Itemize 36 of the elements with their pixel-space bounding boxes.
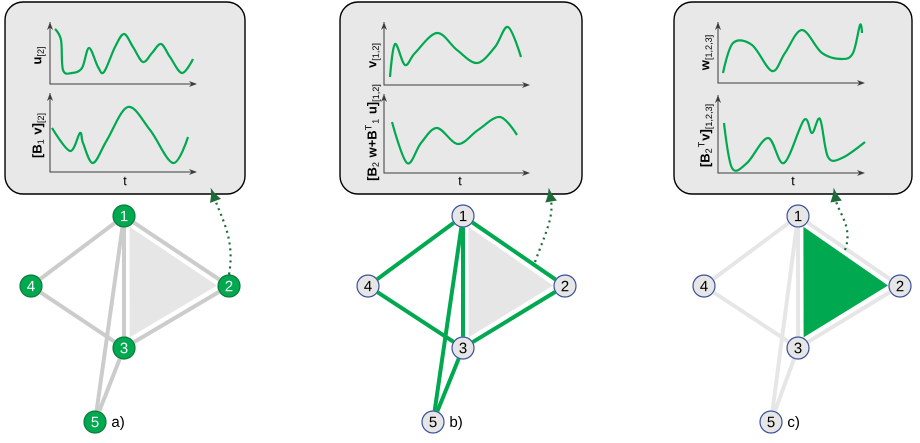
graph-edge [39,221,116,281]
dotted-arrow [830,190,849,250]
dotted-arrow [210,190,232,275]
graph-edge [806,220,892,282]
graph-edge [132,220,220,282]
shaded-triangle [468,226,553,338]
graph-edge [773,358,796,412]
graph-edge [770,227,798,411]
graph-edge [97,358,122,412]
graph-edge [432,227,464,411]
axis-label: v$_{[1,2]}$ [369,44,381,68]
panel-letter: c) [788,416,799,430]
axis-label: t [458,176,462,186]
graph-edge [132,290,220,344]
graph-edge [806,290,892,344]
panel-letter: a) [112,416,124,430]
graph-edge [94,227,124,411]
shaded-triangle [130,226,218,338]
graph-edge [436,358,460,412]
graph-edge [712,221,790,281]
panel-letter: b) [450,416,462,430]
graph-edge [40,290,116,344]
graph-edge [376,290,454,344]
axis-label: u$_{[2]}$ [34,47,46,64]
axis-label: [B$_{2}$$^{T}$v]$_{[1,2,3]}$ [698,104,714,166]
axis-label: t [791,176,795,186]
graph-edge [472,290,556,344]
shaded-triangle [803,226,888,338]
graph-edge [376,221,455,281]
axis-label: [B$_{2}$ w+B$^{T}$$_{1}$ u]$_{[1,2]}$ [365,84,381,180]
graph-edge [712,290,790,344]
axis-label: t [123,176,127,186]
axis-label: [B$_{1}$ v]$_{[2]}$ [32,114,46,158]
axis-label: w$_{[1,2,3]}$ [702,35,714,70]
graph-edge [122,228,126,336]
graph-edge [461,228,465,336]
